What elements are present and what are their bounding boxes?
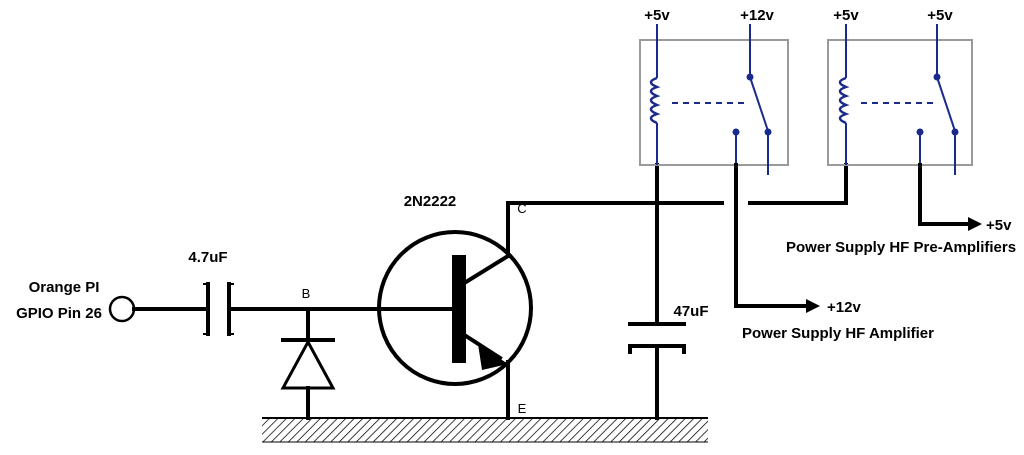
- transistor-label: 2N2222: [404, 193, 457, 210]
- output-12v-wire: [734, 163, 820, 313]
- input-capacitor-label: 4.7uF: [188, 249, 227, 266]
- clamp-diode: [280, 307, 336, 420]
- relay-2: [827, 24, 973, 175]
- relay1-contact-supply-label: +12v: [740, 7, 774, 24]
- transistor-2n2222: [377, 201, 533, 420]
- output-12v-description: Power Supply HF Amplifier: [742, 325, 934, 342]
- relay2-coil-supply-label: +5v: [833, 7, 859, 24]
- relay-1: [639, 24, 789, 175]
- input-capacitor: [203, 282, 382, 336]
- gpio-label-line1: Orange PI: [29, 279, 100, 296]
- output-5v-wire: [918, 163, 982, 231]
- output-5v-label: +5v: [986, 217, 1012, 234]
- relay2-contact-supply-label: +5v: [927, 7, 953, 24]
- gpio-terminal: [108, 295, 207, 323]
- gpio-label-line2: GPIO Pin 26: [16, 305, 102, 322]
- filter-capacitor: [628, 163, 686, 420]
- filter-capacitor-label: 47uF: [673, 303, 708, 320]
- relay1-coil-supply-label: +5v: [644, 7, 670, 24]
- collector-label: C: [517, 201, 526, 216]
- ground-bar: [262, 417, 708, 443]
- base-label: B: [302, 286, 311, 301]
- output-12v-label: +12v: [827, 299, 861, 316]
- emitter-label: E: [518, 401, 527, 416]
- output-5v-description: Power Supply HF Pre-Amplifiers: [786, 239, 1016, 256]
